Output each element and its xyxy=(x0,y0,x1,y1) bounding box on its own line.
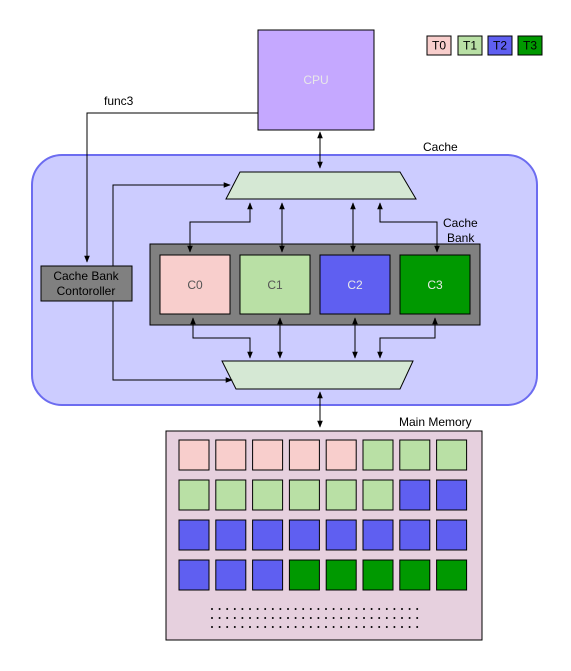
cache-bank-label-line2: Bank xyxy=(447,231,475,245)
memory-cell xyxy=(325,479,357,511)
memory-cell xyxy=(325,519,357,551)
main-memory-ellipsis xyxy=(211,608,419,628)
legend: T0 T1 T2 T3 xyxy=(426,35,543,56)
memory-cell xyxy=(399,519,431,551)
memory-cell xyxy=(436,559,468,591)
memory-cell xyxy=(215,439,247,471)
memory-cell xyxy=(399,479,431,511)
svg-text:CPU: CPU xyxy=(303,73,328,87)
memory-cell xyxy=(362,559,394,591)
memory-cell xyxy=(362,439,394,471)
memory-cell xyxy=(252,519,284,551)
cpu-block: CPU xyxy=(257,29,375,131)
svg-text:Cache Bank: Cache Bank xyxy=(53,269,119,283)
memory-cell xyxy=(399,559,431,591)
memory-cell xyxy=(399,439,431,471)
bank-c0: C0 xyxy=(159,254,231,315)
cache-label: Cache xyxy=(423,140,458,154)
bank-bottom-mux-wires xyxy=(190,317,438,359)
main-memory-cells xyxy=(178,439,468,591)
memory-cell xyxy=(215,519,247,551)
controller-to-top-mux-wire xyxy=(112,182,231,266)
memory-cell xyxy=(252,479,284,511)
bank-c1: C1 xyxy=(239,254,311,315)
memory-cell xyxy=(215,479,247,511)
memory-cell xyxy=(325,559,357,591)
memory-cell xyxy=(288,439,320,471)
memory-cell xyxy=(252,559,284,591)
svg-text:T1: T1 xyxy=(463,39,477,53)
func3-wire xyxy=(84,112,258,263)
memory-cell xyxy=(215,559,247,591)
memory-cell xyxy=(362,519,394,551)
cache-bank-label-line1: Cache xyxy=(443,216,478,230)
memory-cell xyxy=(436,479,468,511)
memory-cell xyxy=(288,519,320,551)
memory-cell xyxy=(288,479,320,511)
memory-cell xyxy=(178,479,210,511)
svg-text:Contoroller: Contoroller xyxy=(57,284,116,298)
func3-label: func3 xyxy=(104,94,134,108)
legend-item-t1: T1 xyxy=(457,35,483,56)
memory-cell xyxy=(362,479,394,511)
top-mux-bank-wires xyxy=(187,202,440,253)
legend-item-t0: T0 xyxy=(426,35,452,56)
main-memory-label: Main Memory xyxy=(399,415,472,429)
memory-cell xyxy=(178,519,210,551)
svg-text:T2: T2 xyxy=(493,39,507,53)
svg-text:C0: C0 xyxy=(187,278,203,292)
controller-to-bottom-mux-wire xyxy=(112,301,233,383)
memory-cell xyxy=(325,439,357,471)
svg-text:T3: T3 xyxy=(523,39,537,53)
memory-cell xyxy=(288,559,320,591)
svg-text:C1: C1 xyxy=(267,278,283,292)
bank-c2: C2 xyxy=(319,254,391,315)
cache-bank-controller: Cache Bank Contoroller xyxy=(40,265,133,302)
memory-cell xyxy=(178,559,210,591)
svg-text:C3: C3 xyxy=(427,278,443,292)
memory-cell xyxy=(178,439,210,471)
svg-text:T0: T0 xyxy=(432,39,446,53)
legend-item-t2: T2 xyxy=(487,35,513,56)
main-memory-block xyxy=(165,430,483,641)
memory-cell xyxy=(436,439,468,471)
legend-item-t3: T3 xyxy=(517,35,543,56)
svg-text:C2: C2 xyxy=(347,278,363,292)
memory-cell xyxy=(252,439,284,471)
bottom-multiplexer xyxy=(221,360,414,390)
top-multiplexer xyxy=(225,171,417,200)
bank-c3: C3 xyxy=(399,254,471,315)
memory-cell xyxy=(436,519,468,551)
